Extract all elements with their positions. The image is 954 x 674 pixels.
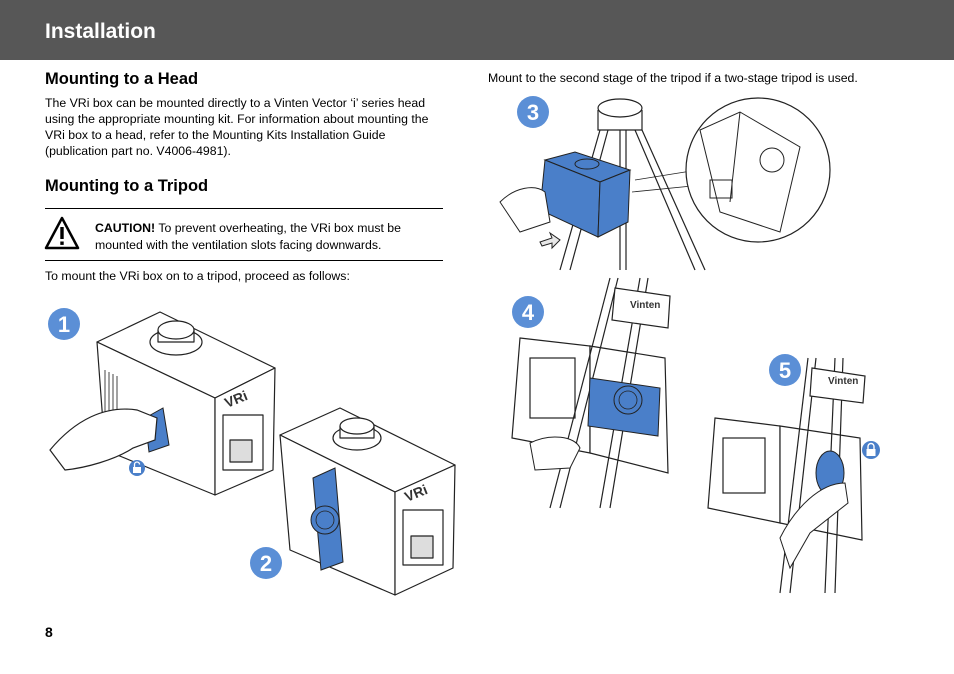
caution-label: CAUTION! bbox=[95, 221, 156, 235]
unlock-icon-step-1 bbox=[129, 460, 145, 476]
heading-mounting-head: Mounting to a Head bbox=[45, 70, 199, 88]
tripod-intro-text: To mount the VRi box on to a tripod, pro… bbox=[45, 269, 350, 283]
caution-line-2: mounted with the ventilation slots facin… bbox=[95, 237, 382, 252]
page-header: Installation bbox=[0, 0, 954, 60]
svg-text:4: 4 bbox=[522, 300, 535, 325]
step-badge-2: 2 bbox=[250, 547, 282, 579]
illustration-steps-1-2: VRi VRi 1 2 bbox=[48, 308, 456, 596]
svg-text:1: 1 bbox=[58, 312, 70, 337]
two-stage-note: Mount to the second stage of the tripod … bbox=[488, 71, 858, 85]
caution-bottom-rule bbox=[45, 260, 443, 261]
page-number: 8 bbox=[45, 624, 53, 640]
vri-box-step-3 bbox=[539, 151, 632, 238]
caution-line-1: To prevent overheating, the VRi box must… bbox=[155, 221, 401, 235]
step-badge-5: 5 bbox=[769, 354, 801, 386]
heading-mounting-tripod: Mounting to a Tripod bbox=[45, 177, 209, 195]
step-badge-3: 3 bbox=[517, 96, 549, 128]
step-badge-1: 1 bbox=[48, 308, 80, 340]
vri-box-step-2 bbox=[279, 407, 456, 596]
head-body-line-3: VRi box to a head, refer to the Mounting… bbox=[45, 128, 386, 142]
illustration-steps-4-5: Vinten Vinten 4 5 bbox=[511, 277, 880, 594]
page-title: Installation bbox=[45, 20, 156, 43]
illustration-step-3: 3 bbox=[499, 96, 831, 271]
vri-box-step-1 bbox=[96, 311, 276, 496]
tripod-brand-step-4: Vinten bbox=[630, 300, 660, 311]
head-body-line-1: The VRi box can be mounted directly to a… bbox=[45, 96, 426, 110]
tripod-brand-step-5: Vinten bbox=[828, 376, 858, 387]
svg-text:3: 3 bbox=[527, 100, 539, 125]
head-body-line-4: (publication part no. V4006-4981). bbox=[45, 144, 231, 158]
svg-text:5: 5 bbox=[779, 358, 791, 383]
lock-icon-step-5 bbox=[862, 441, 880, 459]
caution-message: CAUTION! To prevent overheating, the VRi… bbox=[95, 220, 445, 253]
svg-text:2: 2 bbox=[260, 551, 272, 576]
caution-top-rule bbox=[45, 208, 443, 209]
step-badge-4: 4 bbox=[512, 296, 544, 328]
warning-icon bbox=[44, 216, 80, 250]
head-body-line-2: using the appropriate mounting kit. For … bbox=[45, 112, 429, 126]
